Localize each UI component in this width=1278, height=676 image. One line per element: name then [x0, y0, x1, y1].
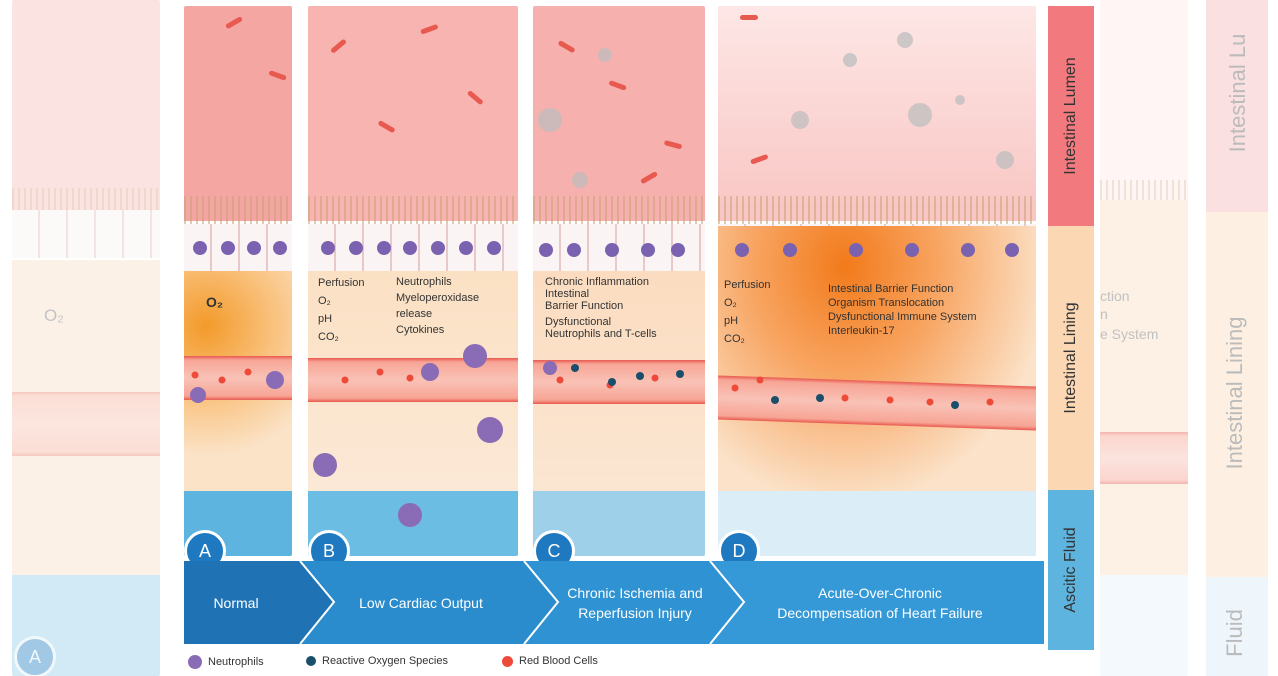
- ascitic-fluid-label: Ascitic Fluid: [1062, 527, 1079, 613]
- intestinal-label: Intestinal: [545, 288, 590, 300]
- blood-vessel: [533, 360, 705, 404]
- release-label: release: [396, 308, 433, 320]
- perfusion-label: Perfusion: [724, 279, 771, 291]
- stage-bar: [184, 561, 1044, 645]
- ghost-text-2: n: [1100, 306, 1108, 322]
- panel-d-col2: Intestinal Barrier Function Organism Tra…: [828, 282, 977, 338]
- ghost-side-fluid: [1206, 577, 1268, 676]
- legend-neutrophils-label: Neutrophils: [208, 656, 264, 668]
- legend-rbc: Red Blood Cells: [502, 655, 598, 667]
- ghost-badge-a: A: [14, 636, 56, 676]
- blood-vessel: [308, 358, 518, 402]
- panel-b-col1: Perfusion O₂ pH CO₂: [318, 274, 364, 346]
- intestinal-lumen-label: Intestinal Lumen: [1062, 57, 1079, 175]
- ros-icon: [306, 656, 316, 666]
- stage-normal: Normal: [213, 595, 259, 611]
- legend-rbc-label: Red Blood Cells: [519, 655, 598, 667]
- ghost-label-fluid: Fluid: [1222, 609, 1247, 657]
- panel-d: Perfusion O₂ pH CO₂ Intestinal Barrier F…: [718, 6, 1036, 556]
- ph-label: pH: [724, 315, 739, 327]
- co2-label: CO₂: [318, 331, 339, 343]
- stage-acute-over-chronic: Acute-Over-Chronic Decompensation of Hea…: [777, 585, 983, 621]
- o2-label: O₂: [318, 295, 331, 307]
- organism-translocation-label: Organism Translocation: [828, 297, 945, 309]
- perfusion-label: Perfusion: [318, 277, 365, 289]
- panel-c: Chronic Inflammation Intestinal Barrier …: [533, 6, 705, 556]
- interleukin-label: Interleukin-17: [828, 325, 895, 337]
- panel-c-text: Chronic Inflammation Intestinal Barrier …: [545, 276, 657, 340]
- intestinal-barrier-label: Intestinal Barrier Function: [828, 283, 954, 295]
- ghost-side-lumen: [1206, 0, 1268, 212]
- neutrophils-tcells-label: Neutrophils and T-cells: [545, 328, 657, 340]
- legend-neutrophils: Neutrophils: [188, 655, 264, 669]
- panel-d-col1: Perfusion O₂ pH CO₂: [724, 276, 770, 348]
- panel-b-col2: Neutrophils Myeloperoxidase release Cyto…: [396, 274, 479, 338]
- ghost-side-lining: [1206, 212, 1268, 577]
- barrier-function-label: Barrier Function: [545, 300, 624, 312]
- side-label-lumen: Intestinal Lumen: [1048, 6, 1094, 226]
- co2-label: CO₂: [724, 333, 745, 345]
- side-label-fluid: Ascitic Fluid: [1048, 490, 1094, 650]
- ghost-text-3: e System: [1100, 326, 1159, 342]
- intestinal-lining-label: Intestinal Lining: [1062, 302, 1079, 414]
- neutrophil-icon: [188, 655, 202, 669]
- ghost-label-lumen: Intestinal Lu: [1225, 33, 1250, 153]
- legend-ros: Reactive Oxygen Species: [306, 655, 448, 667]
- legend-ros-label: Reactive Oxygen Species: [322, 655, 448, 667]
- blood-vessel: [184, 356, 292, 400]
- chronic-inflammation-label: Chronic Inflammation: [545, 276, 649, 288]
- side-label-lining: Intestinal Lining: [1048, 226, 1094, 490]
- dysfunctional-immune-label: Dysfunctional Immune System: [828, 311, 977, 323]
- ph-label: pH: [318, 313, 333, 325]
- stage-chronic-ischemia: Chronic Ischemia and Reperfusion Injury: [567, 585, 703, 621]
- rbc-icon: [502, 655, 513, 667]
- ghost-label-lining: Intestinal Lining: [1222, 316, 1247, 470]
- ghost-panel-left: O₂ A: [12, 0, 160, 676]
- panel-b: Perfusion O₂ pH CO₂ Neutrophils Myeloper…: [308, 6, 518, 556]
- stage-low-cardiac-output: Low Cardiac Output: [359, 595, 483, 611]
- dysfunctional-label: Dysfunctional: [545, 316, 612, 328]
- cytokines-label: Cytokines: [396, 324, 445, 336]
- o2-label: O₂: [206, 294, 224, 310]
- neutrophils-label: Neutrophils: [396, 276, 452, 288]
- o2-label: O₂: [724, 297, 737, 309]
- ghost-text-1: ction: [1100, 288, 1130, 304]
- ghost-o2-label: O₂: [44, 306, 64, 325]
- ghost-panel-right: ction n e System: [1100, 0, 1188, 676]
- panel-a: O₂: [184, 6, 292, 556]
- myeloperoxidase-label: Myeloperoxidase: [396, 292, 480, 304]
